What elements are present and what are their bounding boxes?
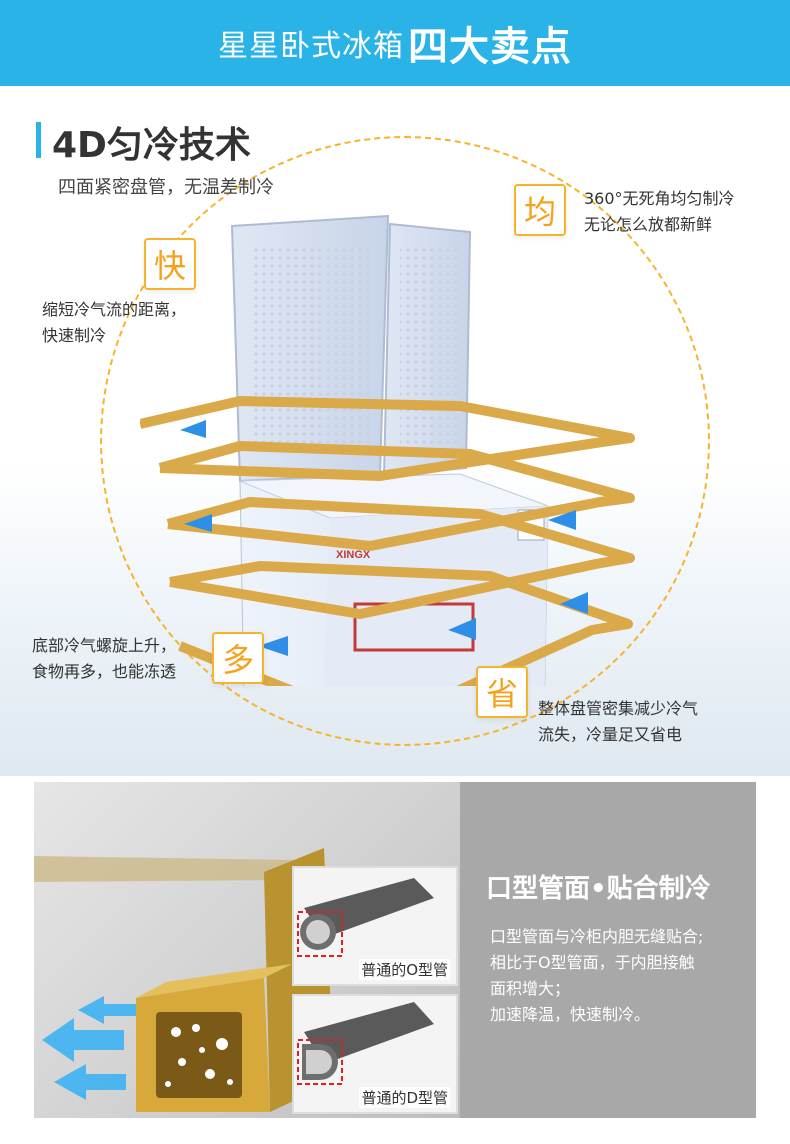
- thumb-o-label: 普通的O型管: [359, 959, 450, 980]
- brand-label: XINGX: [336, 549, 371, 561]
- header-title-bold: 四大卖点: [408, 24, 572, 70]
- thumb-d-tube: 普通的D型管: [292, 994, 458, 1114]
- thumb-o-tube: 普通的O型管: [292, 866, 458, 986]
- note-fast: 缩短冷气流的距离， 快速制冷: [42, 300, 187, 345]
- note-save: 整体盘管密集减少冷气 流失，冷量足又省电: [538, 699, 699, 744]
- note-more: 底部冷气螺旋上升， 食物再多，也能冻透: [32, 636, 177, 681]
- badge-fast: 快: [144, 238, 196, 290]
- d-tube-icon: [297, 1002, 434, 1085]
- section-title: 4D匀冷技术: [52, 125, 251, 166]
- title-accent-bar: [36, 122, 41, 158]
- tube-section: 普通的O型管 普通的D型管 口型管面•贴合制冷 口型管面与冷柜内胆无缝贴合; 相…: [34, 782, 756, 1118]
- o-tube-icon: [297, 878, 434, 957]
- header-title: 星星卧式冰箱: [218, 29, 404, 64]
- dashed-circle: [100, 136, 710, 746]
- thumb-d-label: 普通的D型管: [359, 1087, 450, 1108]
- badge-save: 省: [476, 666, 528, 718]
- tube-illustration-area: 普通的O型管 普通的D型管: [34, 782, 460, 1118]
- note-even: 360°无死角均匀制冷 无论怎么放都新鲜: [584, 189, 735, 234]
- header-banner: 星星卧式冰箱 四大卖点: [0, 0, 790, 86]
- freezer-illustration: XINGX: [140, 214, 635, 686]
- badge-more: 多: [212, 632, 264, 684]
- tube-title: 口型管面•贴合制冷: [486, 874, 711, 904]
- tube-description: 口型管面与冷柜内胆无缝贴合; 相比于O型管面，于内胆接触 面积增大； 加速降温，…: [490, 927, 704, 1024]
- section-subtitle: 四面紧密盘管，无温差制冷: [58, 177, 274, 198]
- badge-even: 均: [514, 184, 566, 236]
- feature-section: 4D匀冷技术 四面紧密盘管，无温差制冷 XINGX: [0, 86, 790, 776]
